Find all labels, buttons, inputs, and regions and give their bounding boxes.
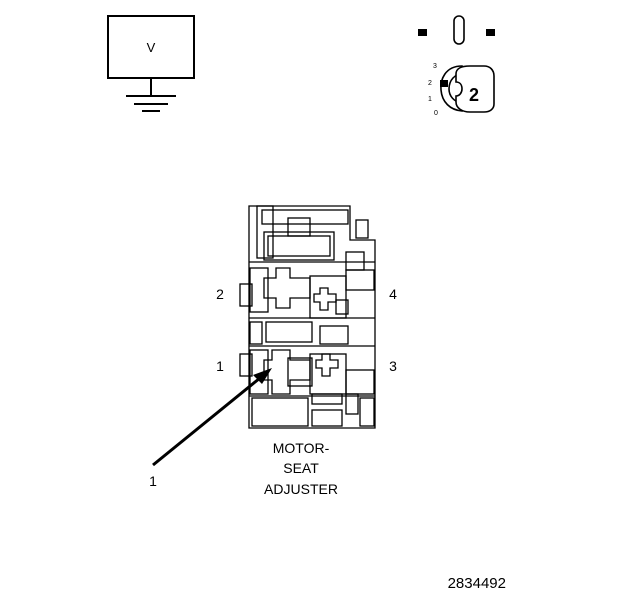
ignition-key-number: 2 (469, 85, 479, 105)
ignition-position-1: 1 (428, 96, 432, 103)
connector-caption-line2: SEAT (283, 460, 319, 476)
ignition-key-icon: 3 2 1 0 2 (428, 63, 495, 117)
ignition-position-0: 0 (434, 110, 438, 117)
connector-face-diagram (239, 205, 376, 429)
connector-caption-line3: ADJUSTER (264, 481, 338, 497)
pin-label-1: 1 (216, 358, 224, 374)
ignition-position-3: 3 (433, 63, 437, 70)
voltmeter-icon: V (107, 15, 195, 112)
pin-label-4: 4 (389, 286, 397, 302)
connector-caption-line1: MOTOR- (273, 440, 330, 456)
pin-label-2: 2 (216, 286, 224, 302)
pin-label-3: 3 (389, 358, 397, 374)
callout-number: 1 (149, 473, 157, 489)
disconnect-icon (418, 15, 495, 45)
callout-arrow (152, 368, 272, 467)
figure-number: 2834492 (448, 575, 506, 592)
voltmeter-symbol: V (147, 40, 156, 55)
ignition-position-2: 2 (428, 80, 432, 87)
